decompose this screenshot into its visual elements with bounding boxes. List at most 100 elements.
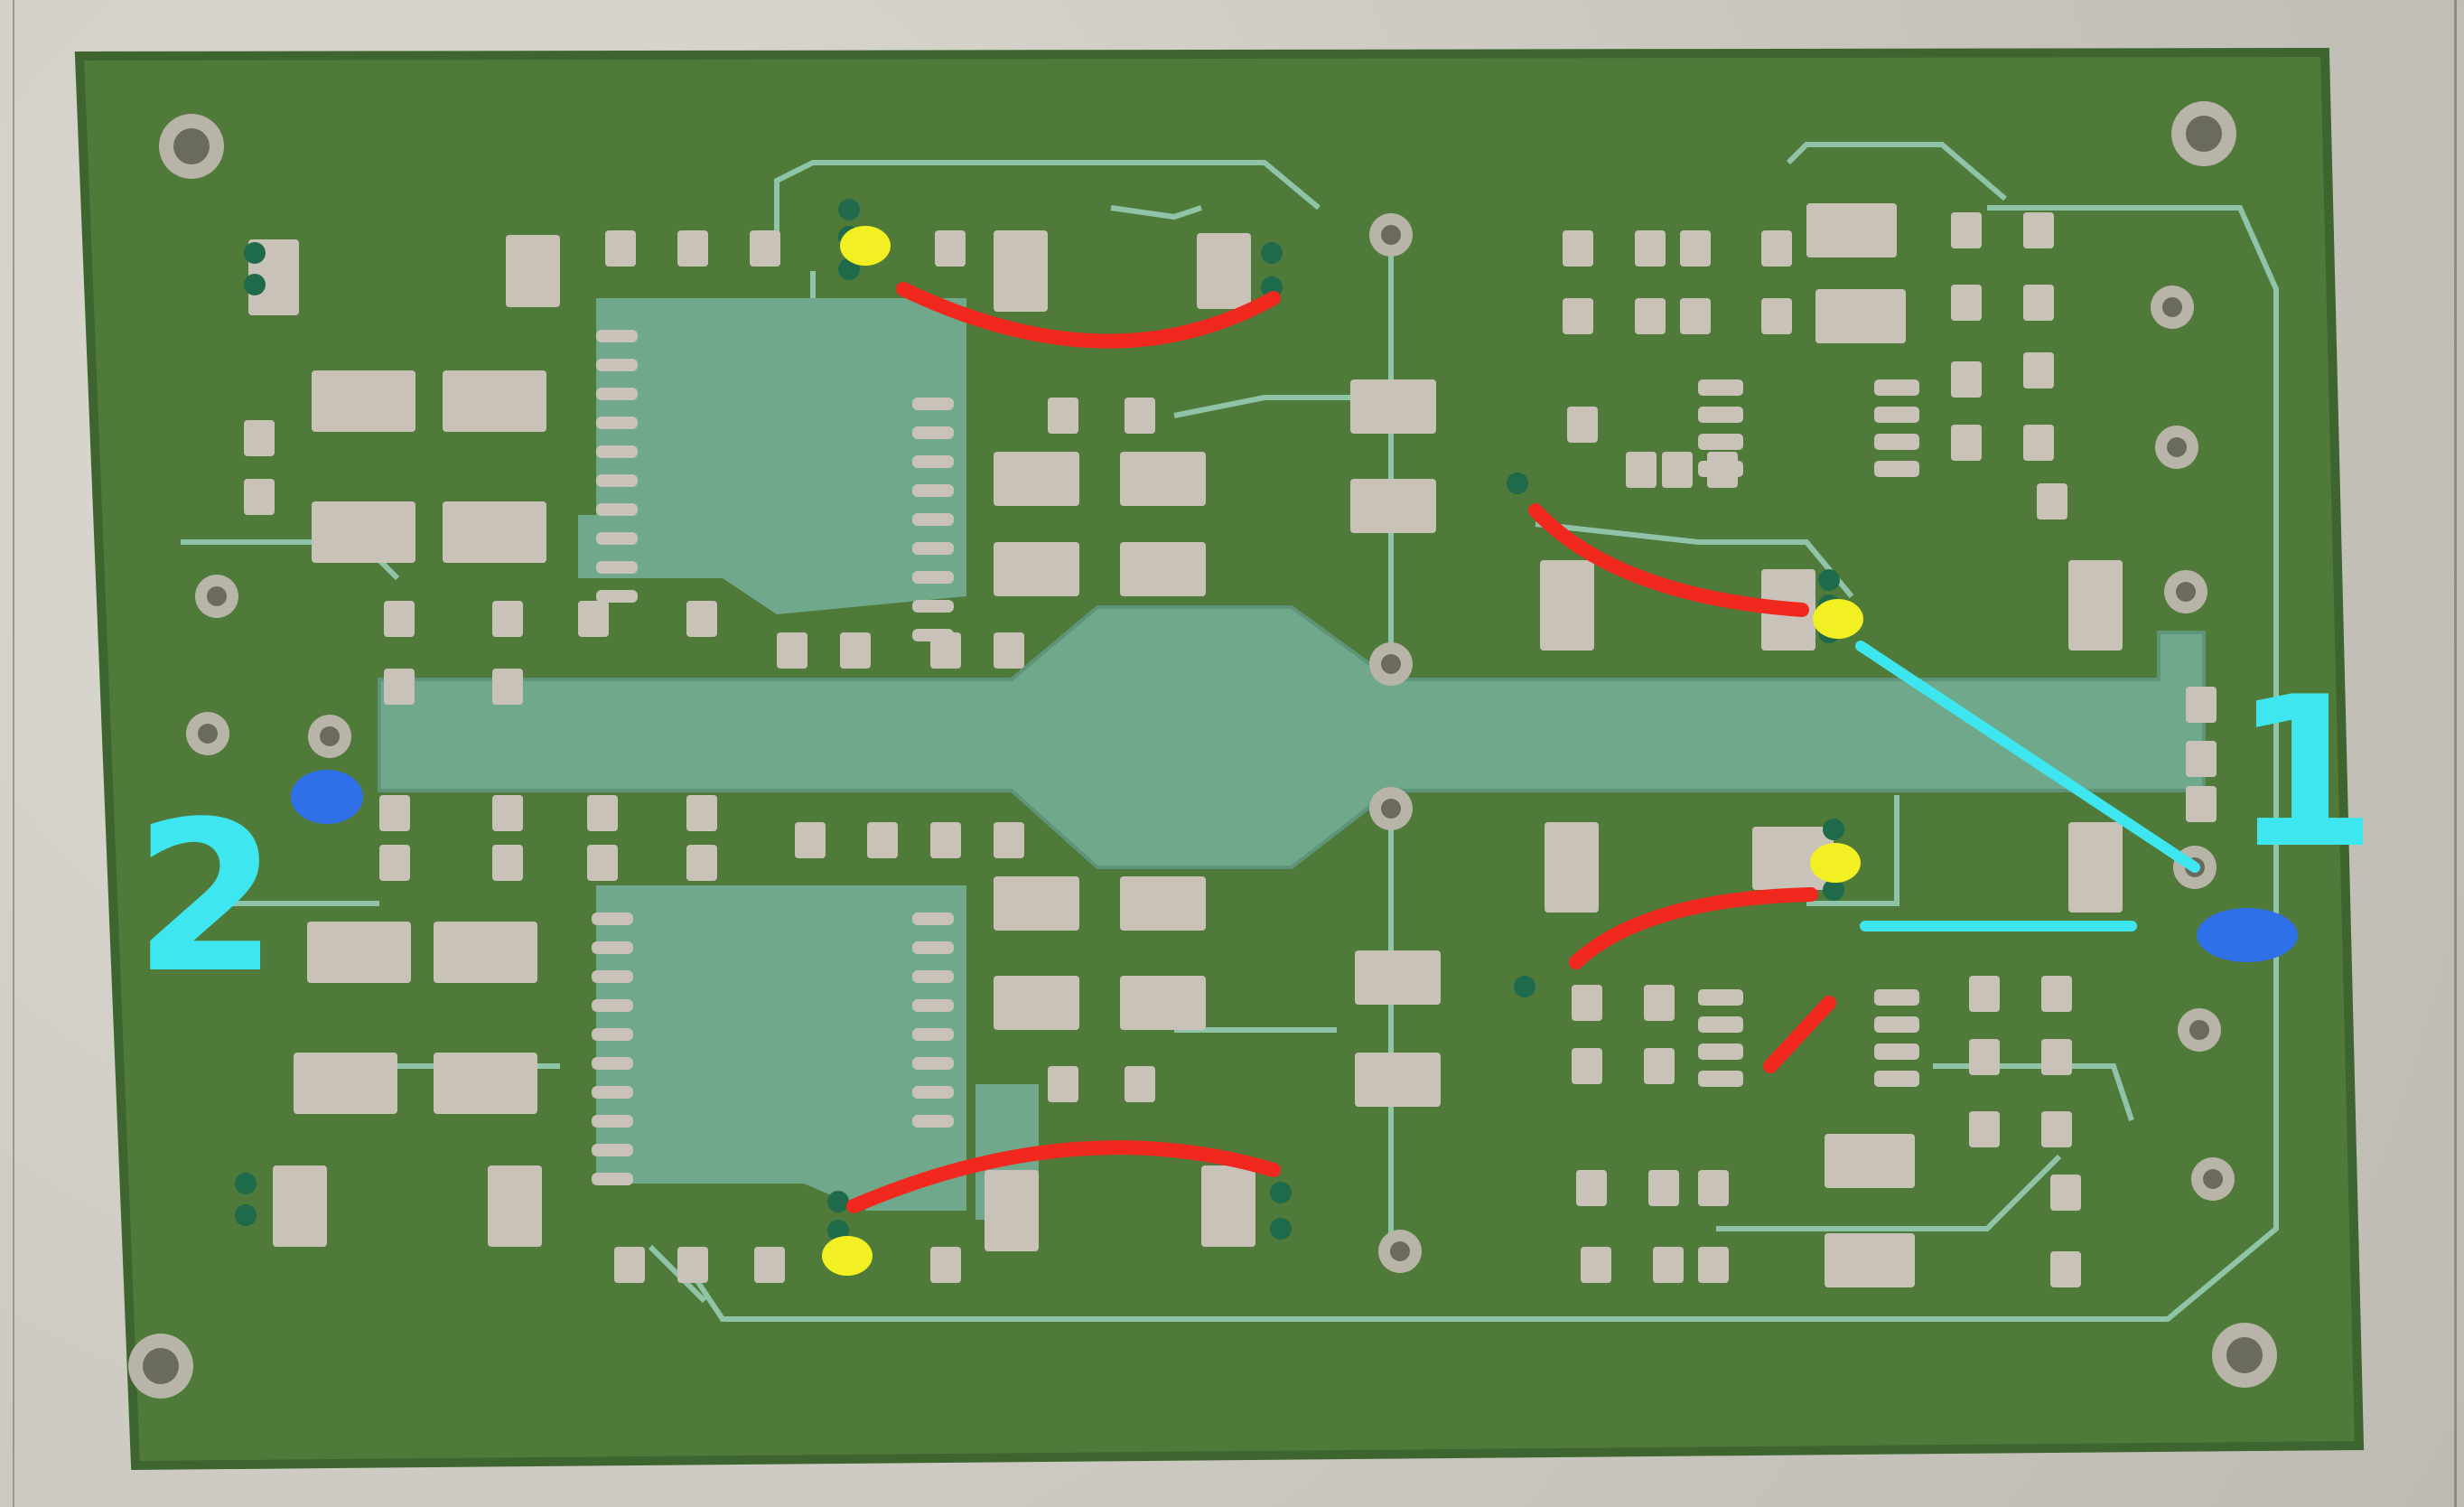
small-pad [1680, 230, 1711, 267]
small-pad [492, 845, 523, 881]
ground-via-dot [244, 274, 266, 295]
ic-pin-pad [592, 941, 633, 954]
small-pad [1572, 985, 1602, 1021]
ic-pin-pad [596, 388, 638, 400]
sot-pad [1874, 407, 1919, 423]
sot-pad [1698, 1071, 1743, 1087]
via-hole [2203, 1169, 2223, 1189]
sot-pad [1698, 1044, 1743, 1060]
smd-pad [1540, 560, 1594, 651]
small-pad [1653, 1247, 1684, 1283]
small-pad [1644, 985, 1675, 1021]
small-pad [994, 632, 1024, 669]
ground-pour-lower [596, 885, 966, 1211]
ic-pin-pad [912, 455, 954, 468]
small-pad [1969, 1111, 2000, 1147]
smd-pad [1197, 233, 1251, 309]
yellow-marker-dot [822, 1236, 873, 1276]
sot-pad [1874, 434, 1919, 450]
via-hole [1381, 225, 1401, 245]
small-pad [677, 1247, 708, 1283]
smd-pad [1545, 822, 1599, 913]
ic-pin-pad [596, 359, 638, 371]
smd-pad [273, 1165, 327, 1247]
ic-pin-pad [912, 398, 954, 410]
small-pad [795, 822, 826, 858]
small-pad [750, 230, 780, 267]
smd-pad [307, 922, 411, 983]
trace [1716, 1154, 2062, 1231]
via-hole [1381, 654, 1401, 674]
ground-via-dot [1823, 879, 1844, 901]
ic-pin-pad [912, 1028, 954, 1041]
small-pad [1626, 452, 1657, 488]
yellow-marker-dot [1813, 599, 1863, 639]
smd-pad [994, 542, 1079, 596]
ic-pin-pad [912, 1086, 954, 1099]
via-hole [320, 726, 340, 746]
small-pad [1951, 212, 1982, 248]
smd-pad [1120, 542, 1206, 596]
sot-pad [1698, 434, 1743, 450]
ic-pin-pad [596, 503, 638, 516]
smd-pad [1355, 1053, 1441, 1107]
sot-pad [1698, 379, 1743, 396]
ic-pin-pad [592, 1173, 633, 1185]
small-pad [1761, 298, 1792, 334]
small-pad [492, 669, 523, 705]
smd-pad [994, 976, 1079, 1030]
ground-via-dot [244, 242, 266, 264]
small-pad [1125, 398, 1155, 434]
ground-via-dot [1823, 819, 1844, 840]
sot-pad [1698, 407, 1743, 423]
ic-pin-pad [592, 970, 633, 983]
smd-pad [1815, 289, 1906, 343]
sot-pad [1698, 989, 1743, 1006]
small-pad [1698, 1170, 1729, 1206]
small-pad [1644, 1048, 1675, 1084]
ic-pin-pad [596, 590, 638, 603]
ground-via-dot [235, 1173, 257, 1194]
small-pad [2041, 1111, 2072, 1147]
ground-via-dot [827, 1191, 849, 1212]
yellow-marker-dot [840, 226, 891, 266]
small-pad [492, 601, 523, 637]
smd-pad [312, 370, 415, 432]
ground-via-dot [838, 199, 860, 220]
ic-pin-pad [596, 561, 638, 574]
small-pad [2186, 741, 2217, 777]
trace [1786, 142, 2007, 201]
sot-pad [1874, 1016, 1919, 1033]
smd-pad [1825, 1233, 1915, 1287]
ic-pin-pad [912, 1057, 954, 1070]
smd-pad [1350, 379, 1436, 434]
smd-pad [312, 501, 415, 563]
ground-via-dot [235, 1204, 257, 1226]
ground-via-dot [1261, 242, 1283, 264]
ic-pin-pad [912, 571, 954, 584]
small-pad [2037, 483, 2067, 519]
smd-pad [1752, 827, 1834, 890]
jumper-wire-annotation [1528, 503, 1809, 617]
small-pad [1563, 298, 1593, 334]
mounting-hole [2186, 116, 2222, 152]
ground-via-dot [838, 258, 860, 280]
ic-pin-pad [912, 913, 954, 925]
ic-pin-pad [912, 426, 954, 439]
small-pad [1567, 407, 1598, 443]
via-hole [1381, 799, 1401, 819]
small-pad [935, 230, 966, 267]
small-pad [2023, 285, 2054, 321]
small-pad [614, 1247, 645, 1283]
small-pad [2186, 786, 2217, 822]
small-pad [379, 795, 410, 831]
small-pad [578, 601, 609, 637]
via-hole [2176, 582, 2196, 602]
via-hole [198, 724, 218, 744]
small-pad [930, 822, 961, 858]
smd-pad [294, 1053, 397, 1114]
smd-pad [2068, 560, 2123, 651]
small-pad [930, 1247, 961, 1283]
sot-pad [1874, 989, 1919, 1006]
small-pad [2050, 1251, 2081, 1287]
